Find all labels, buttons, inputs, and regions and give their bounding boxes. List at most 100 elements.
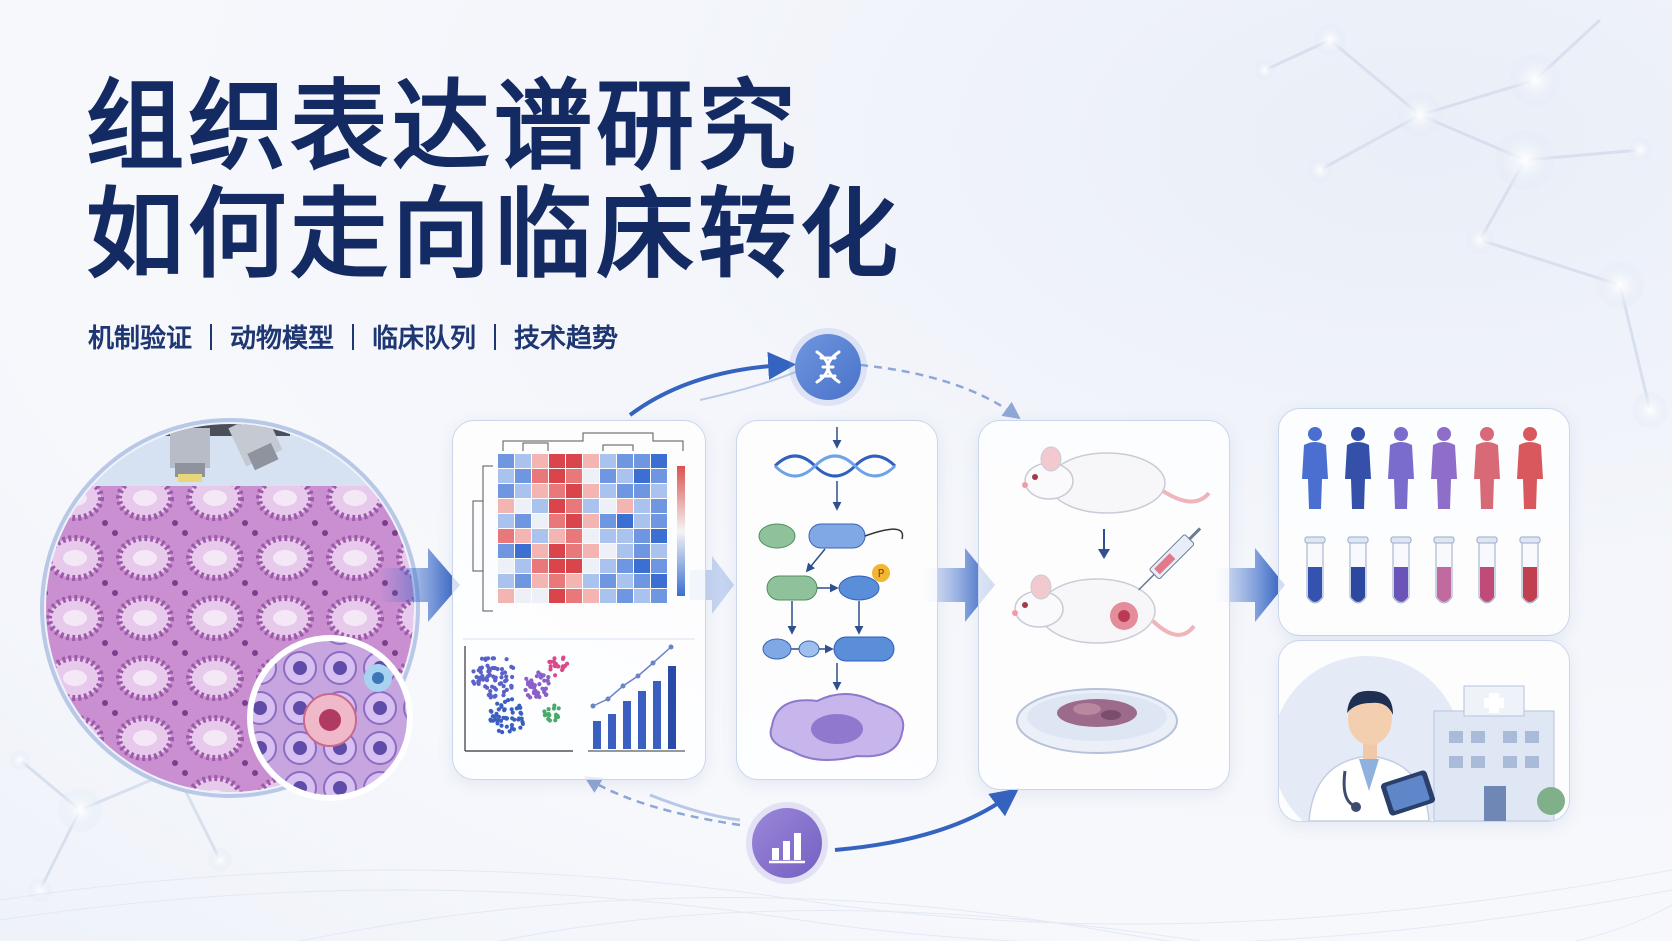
heatmap-cell xyxy=(498,589,514,603)
sample-tube xyxy=(1304,536,1326,604)
scatter-point xyxy=(540,686,545,691)
heatmap-cell xyxy=(515,469,531,483)
sample-tubes xyxy=(1304,536,1541,604)
heatmap-cell xyxy=(549,574,565,588)
heatmap-cell xyxy=(532,559,548,573)
phospho-label: P xyxy=(878,567,885,580)
scatter-point xyxy=(491,674,496,679)
heatmap-cell xyxy=(617,544,633,558)
heatmap-cell xyxy=(532,484,548,498)
syringe-icon xyxy=(1138,527,1202,591)
heatmap-cell xyxy=(617,454,633,468)
scatter-point xyxy=(546,675,551,680)
scatter-point xyxy=(488,717,493,722)
clinic-figure xyxy=(1279,656,1565,821)
heatmap-figure xyxy=(463,432,695,752)
scatter-point xyxy=(497,681,502,686)
chart-node xyxy=(752,808,822,878)
scatter-point xyxy=(548,664,553,669)
heatmap-cell xyxy=(549,454,565,468)
dna-strand-icon xyxy=(773,454,897,478)
treated-mouse-icon xyxy=(1012,574,1196,644)
sample-tube xyxy=(1476,536,1498,604)
scatter-point xyxy=(488,695,493,700)
heatmap-cell xyxy=(617,559,633,573)
scatter-point xyxy=(504,657,509,662)
scatter-point xyxy=(528,684,533,689)
scatter-point xyxy=(547,659,552,664)
cohort-figure xyxy=(1302,427,1543,604)
scatter-point xyxy=(486,656,491,661)
scatter-point xyxy=(496,728,501,733)
heatmap-cell xyxy=(549,544,565,558)
scatter-point xyxy=(490,656,495,661)
scatter-point xyxy=(512,717,517,722)
animal-model-panel xyxy=(978,420,1230,790)
scatter-point xyxy=(531,690,536,696)
scatter-point xyxy=(502,699,508,704)
heatmap-cell xyxy=(515,544,531,558)
heatmap-cell xyxy=(498,514,514,528)
trend-bar-chart xyxy=(588,644,685,752)
heatmap-cell xyxy=(566,499,582,513)
scatter-point xyxy=(500,730,505,735)
dna-icon xyxy=(815,350,841,384)
tag-animal-model: 动物模型 xyxy=(230,324,335,354)
scatter-point xyxy=(504,724,509,729)
heatmap-cell xyxy=(532,544,548,558)
heatmap-cell xyxy=(498,574,514,588)
scatter-point xyxy=(560,656,566,661)
scatter-point xyxy=(534,674,539,679)
heatmap-cell xyxy=(515,529,531,543)
heatmap-cell xyxy=(617,514,633,528)
scatter-point xyxy=(542,709,547,714)
page-title-line1: 组织表达谱研究 xyxy=(86,70,801,184)
arrow-bottom-left xyxy=(583,776,741,827)
dendrogram xyxy=(472,432,684,612)
heatmap-cell xyxy=(651,454,667,468)
scatter-point xyxy=(552,656,557,661)
scatter-point xyxy=(480,675,485,681)
scatter-point xyxy=(503,679,508,684)
scatter-point xyxy=(552,661,557,666)
scatter-point xyxy=(511,727,516,732)
tag-clinical-cohort: 临床队列 xyxy=(372,324,477,354)
scatter-point xyxy=(510,674,515,680)
scatter-point xyxy=(501,693,506,698)
scatter-point xyxy=(516,705,521,710)
separator xyxy=(494,323,497,350)
heatmap-cell xyxy=(498,454,514,468)
flow-arrow-1 xyxy=(380,548,460,622)
scatter-point xyxy=(502,670,508,675)
scatter-point xyxy=(552,703,557,708)
heatmap-cell xyxy=(532,529,548,543)
scatter-point xyxy=(520,719,525,724)
scatter-point xyxy=(543,686,548,691)
heatmap-cell xyxy=(532,469,548,483)
scatter-point xyxy=(492,666,498,671)
heatmap-cell xyxy=(651,559,667,573)
heatmap-cell xyxy=(549,589,565,603)
sample-tube xyxy=(1433,536,1455,604)
scatter-point xyxy=(495,721,500,726)
heatmap-cell xyxy=(583,544,599,558)
heatmap-cell xyxy=(617,529,633,543)
mouse-icon xyxy=(1022,446,1211,514)
scatter-point xyxy=(479,656,485,661)
heatmap-cell xyxy=(498,529,514,543)
scatter-point xyxy=(502,707,507,712)
heatmap-cell xyxy=(634,499,650,513)
person-icon xyxy=(1302,427,1328,509)
person-icon xyxy=(1345,427,1371,509)
heatmap-cell xyxy=(566,484,582,498)
scatter-point xyxy=(518,710,523,715)
heatmap-cell xyxy=(515,589,531,603)
scatter-point xyxy=(495,701,500,706)
scatter-point xyxy=(553,718,558,723)
scatter-point xyxy=(471,669,476,674)
heatmap-cell xyxy=(617,484,633,498)
cohort-panel xyxy=(1278,408,1570,636)
heatmap-cell xyxy=(532,454,548,468)
scatter-point xyxy=(546,716,551,722)
